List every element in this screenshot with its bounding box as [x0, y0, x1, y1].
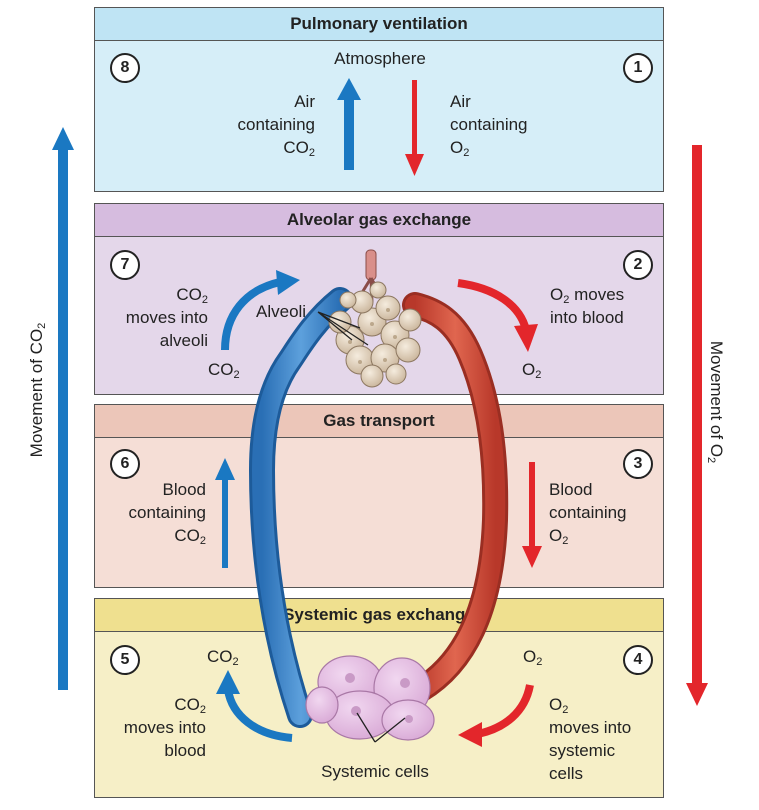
- step-6-badge: 6: [110, 449, 140, 479]
- systemic-o2-label: O2: [523, 647, 543, 668]
- step-5-badge: 5: [110, 645, 140, 675]
- alveolar-co2-label: CO2: [208, 360, 240, 381]
- o2-moves-into-systemic-cells-label: O2 moves into systemic cells: [549, 695, 632, 783]
- alveoli-cluster: [328, 249, 422, 388]
- pulmonary-ventilation-panel: Pulmonary ventilation: [94, 7, 664, 192]
- step-1-badge: 1: [623, 53, 653, 83]
- co2-moves-into-alveoli-label: CO2 moves into alveoli: [125, 285, 208, 350]
- co2-into-blood-arrow: [216, 670, 293, 742]
- systemic-cells-cluster: [305, 655, 435, 741]
- pulmonary-ventilation-title: Pulmonary ventilation: [95, 8, 663, 41]
- air-containing-o2-label: Air containing O2: [450, 92, 528, 159]
- movement-co2-arrow: [52, 127, 74, 690]
- step-2-badge: 2: [623, 250, 653, 280]
- blood-containing-o2-label: Blood containing O2: [549, 480, 627, 547]
- co2-into-alveoli-arrow: [221, 270, 300, 351]
- alveoli-label: Alveoli: [256, 302, 307, 321]
- step-7-badge: 7: [110, 250, 140, 280]
- o2-moves-into-blood-label: O2 moves into blood: [550, 285, 625, 327]
- blood-co2-arrow: [215, 458, 235, 568]
- blood-containing-co2-label: Blood containing CO2: [128, 480, 206, 547]
- step-3-badge: 3: [623, 449, 653, 479]
- co2-moves-into-blood-label: CO2 moves into blood: [123, 695, 206, 760]
- step-8-badge: 8: [110, 53, 140, 83]
- o2-in-arrow: [405, 80, 424, 176]
- alveolar-o2-label: O2: [522, 360, 542, 381]
- systemic-co2-label: CO2: [207, 647, 239, 668]
- gas-transport-title: Gas transport: [95, 405, 663, 438]
- gas-transport-panel: Gas transport: [94, 404, 664, 588]
- atmosphere-label: Atmosphere: [334, 49, 426, 68]
- movement-of-o2-label: Movement of O2: [705, 340, 726, 464]
- step-4-badge: 4: [623, 645, 653, 675]
- systemic-gas-exchange-title: Systemic gas exchange: [95, 599, 663, 632]
- movement-o2-arrow: [686, 145, 708, 706]
- air-containing-co2-label: Air containing CO2: [237, 92, 315, 159]
- blood-o2-arrow: [522, 462, 542, 568]
- o2-into-cells-arrow: [458, 684, 534, 747]
- o2-into-blood-arrow: [457, 279, 538, 352]
- systemic-cells-label: Systemic cells: [321, 762, 429, 781]
- movement-of-co2-label: Movement of CO2: [27, 322, 48, 458]
- alveolar-gas-exchange-title: Alveolar gas exchange: [95, 204, 663, 237]
- co2-out-arrow: [337, 78, 361, 170]
